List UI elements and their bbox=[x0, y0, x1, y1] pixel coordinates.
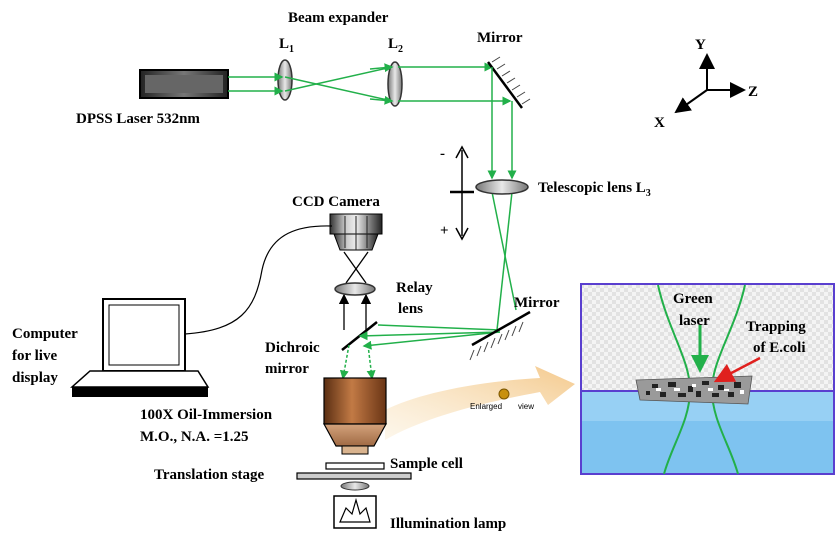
laser-source bbox=[139, 69, 229, 99]
beam-path-vertical bbox=[487, 67, 517, 331]
computer-label-1: Computer bbox=[12, 326, 78, 342]
ccd-camera bbox=[329, 213, 383, 251]
laser-label: DPSS Laser 532nm bbox=[76, 111, 200, 127]
beam-path-laser bbox=[228, 62, 512, 106]
green-laser-label-1: Green bbox=[673, 291, 713, 307]
translation-stage-label: Translation stage bbox=[154, 467, 264, 483]
lens-adjust-arrow bbox=[450, 145, 474, 241]
beam-expander-label: Beam expander bbox=[288, 10, 389, 26]
sample-cell-label: Sample cell bbox=[390, 456, 463, 472]
objective-lens bbox=[322, 377, 388, 455]
axis-z-label: Z bbox=[748, 84, 758, 100]
telescopic-lens-label: Telescopic lens L3 bbox=[538, 180, 651, 199]
illumination-label: Illumination lamp bbox=[390, 516, 506, 532]
objective-label-1: 100X Oil-Immersion bbox=[140, 407, 273, 423]
lens-l1 bbox=[277, 59, 293, 101]
sample-cell bbox=[325, 462, 385, 470]
beam-path-dichroic bbox=[339, 324, 501, 380]
plus-label: + bbox=[440, 223, 449, 239]
mirror-lower bbox=[469, 310, 531, 361]
mirror-top bbox=[486, 56, 531, 109]
dichroic-label-1: Dichroic bbox=[265, 340, 320, 356]
axis-y-label: Y bbox=[695, 37, 706, 53]
enlarged-view-arrow bbox=[385, 366, 575, 440]
axis-triad bbox=[674, 53, 746, 114]
ccd-camera-label: CCD Camera bbox=[292, 194, 380, 210]
relay-lens bbox=[334, 282, 376, 296]
lens-l1-label: L1 bbox=[279, 36, 294, 55]
translation-stage bbox=[296, 472, 412, 480]
trapping-arrow bbox=[713, 356, 761, 383]
condenser-lens bbox=[340, 481, 370, 491]
enlarged-label-1: Enlarged bbox=[470, 402, 502, 411]
mirror-lower-label: Mirror bbox=[514, 295, 560, 311]
computer bbox=[70, 298, 210, 397]
computer-label-3: display bbox=[12, 370, 58, 386]
camera-cable bbox=[184, 225, 333, 335]
dichroic-label-2: mirror bbox=[265, 361, 309, 377]
lens-l2-label: L2 bbox=[388, 36, 403, 55]
objective-label-2: M.O., N.A. =1.25 bbox=[140, 429, 249, 445]
relay-lens-label-2: lens bbox=[398, 301, 423, 317]
computer-label-2: for live bbox=[12, 348, 57, 364]
ecoli-specimen bbox=[635, 375, 753, 405]
green-laser-label-2: laser bbox=[679, 313, 710, 329]
trapping-label-1: Trapping bbox=[746, 319, 806, 335]
illumination-lamp bbox=[333, 495, 377, 529]
minus-label: - bbox=[440, 146, 445, 162]
enlarged-label-2: view bbox=[518, 402, 534, 411]
relay-lens-label-1: Relay bbox=[396, 280, 433, 296]
trapping-label-2: of E.coli bbox=[753, 340, 806, 356]
lens-l2 bbox=[387, 61, 403, 107]
telescopic-lens bbox=[475, 179, 529, 195]
mirror-top-label: Mirror bbox=[477, 30, 523, 46]
imaging-rays bbox=[338, 251, 372, 330]
axis-x-label: X bbox=[654, 115, 665, 131]
